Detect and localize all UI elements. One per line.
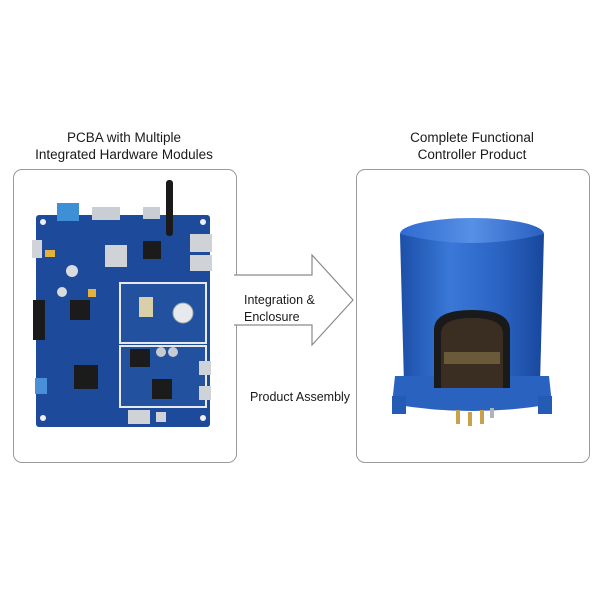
product-title-line2: Controller Product: [417, 147, 527, 162]
integration-arrow: [234, 253, 354, 347]
integration-enclosure-label: Integration & Enclosure: [244, 292, 315, 326]
pcba-title-line2: Integrated Hardware Modules: [35, 147, 213, 162]
product-assembly-label: Product Assembly: [250, 390, 351, 404]
integration-label-line1: Integration &: [244, 293, 315, 307]
pcba-title-line1: PCBA with Multiple: [66, 130, 182, 145]
controller-enclosure-image: [392, 218, 552, 426]
pcba-title: PCBA with Multiple Integrated Hardware M…: [13, 129, 235, 163]
integration-label-line2: Enclosure: [244, 310, 300, 324]
product-title-line1: Complete Functional: [410, 130, 534, 145]
product-title: Complete Functional Controller Product: [356, 129, 588, 163]
pcba-board-image: [32, 180, 212, 427]
